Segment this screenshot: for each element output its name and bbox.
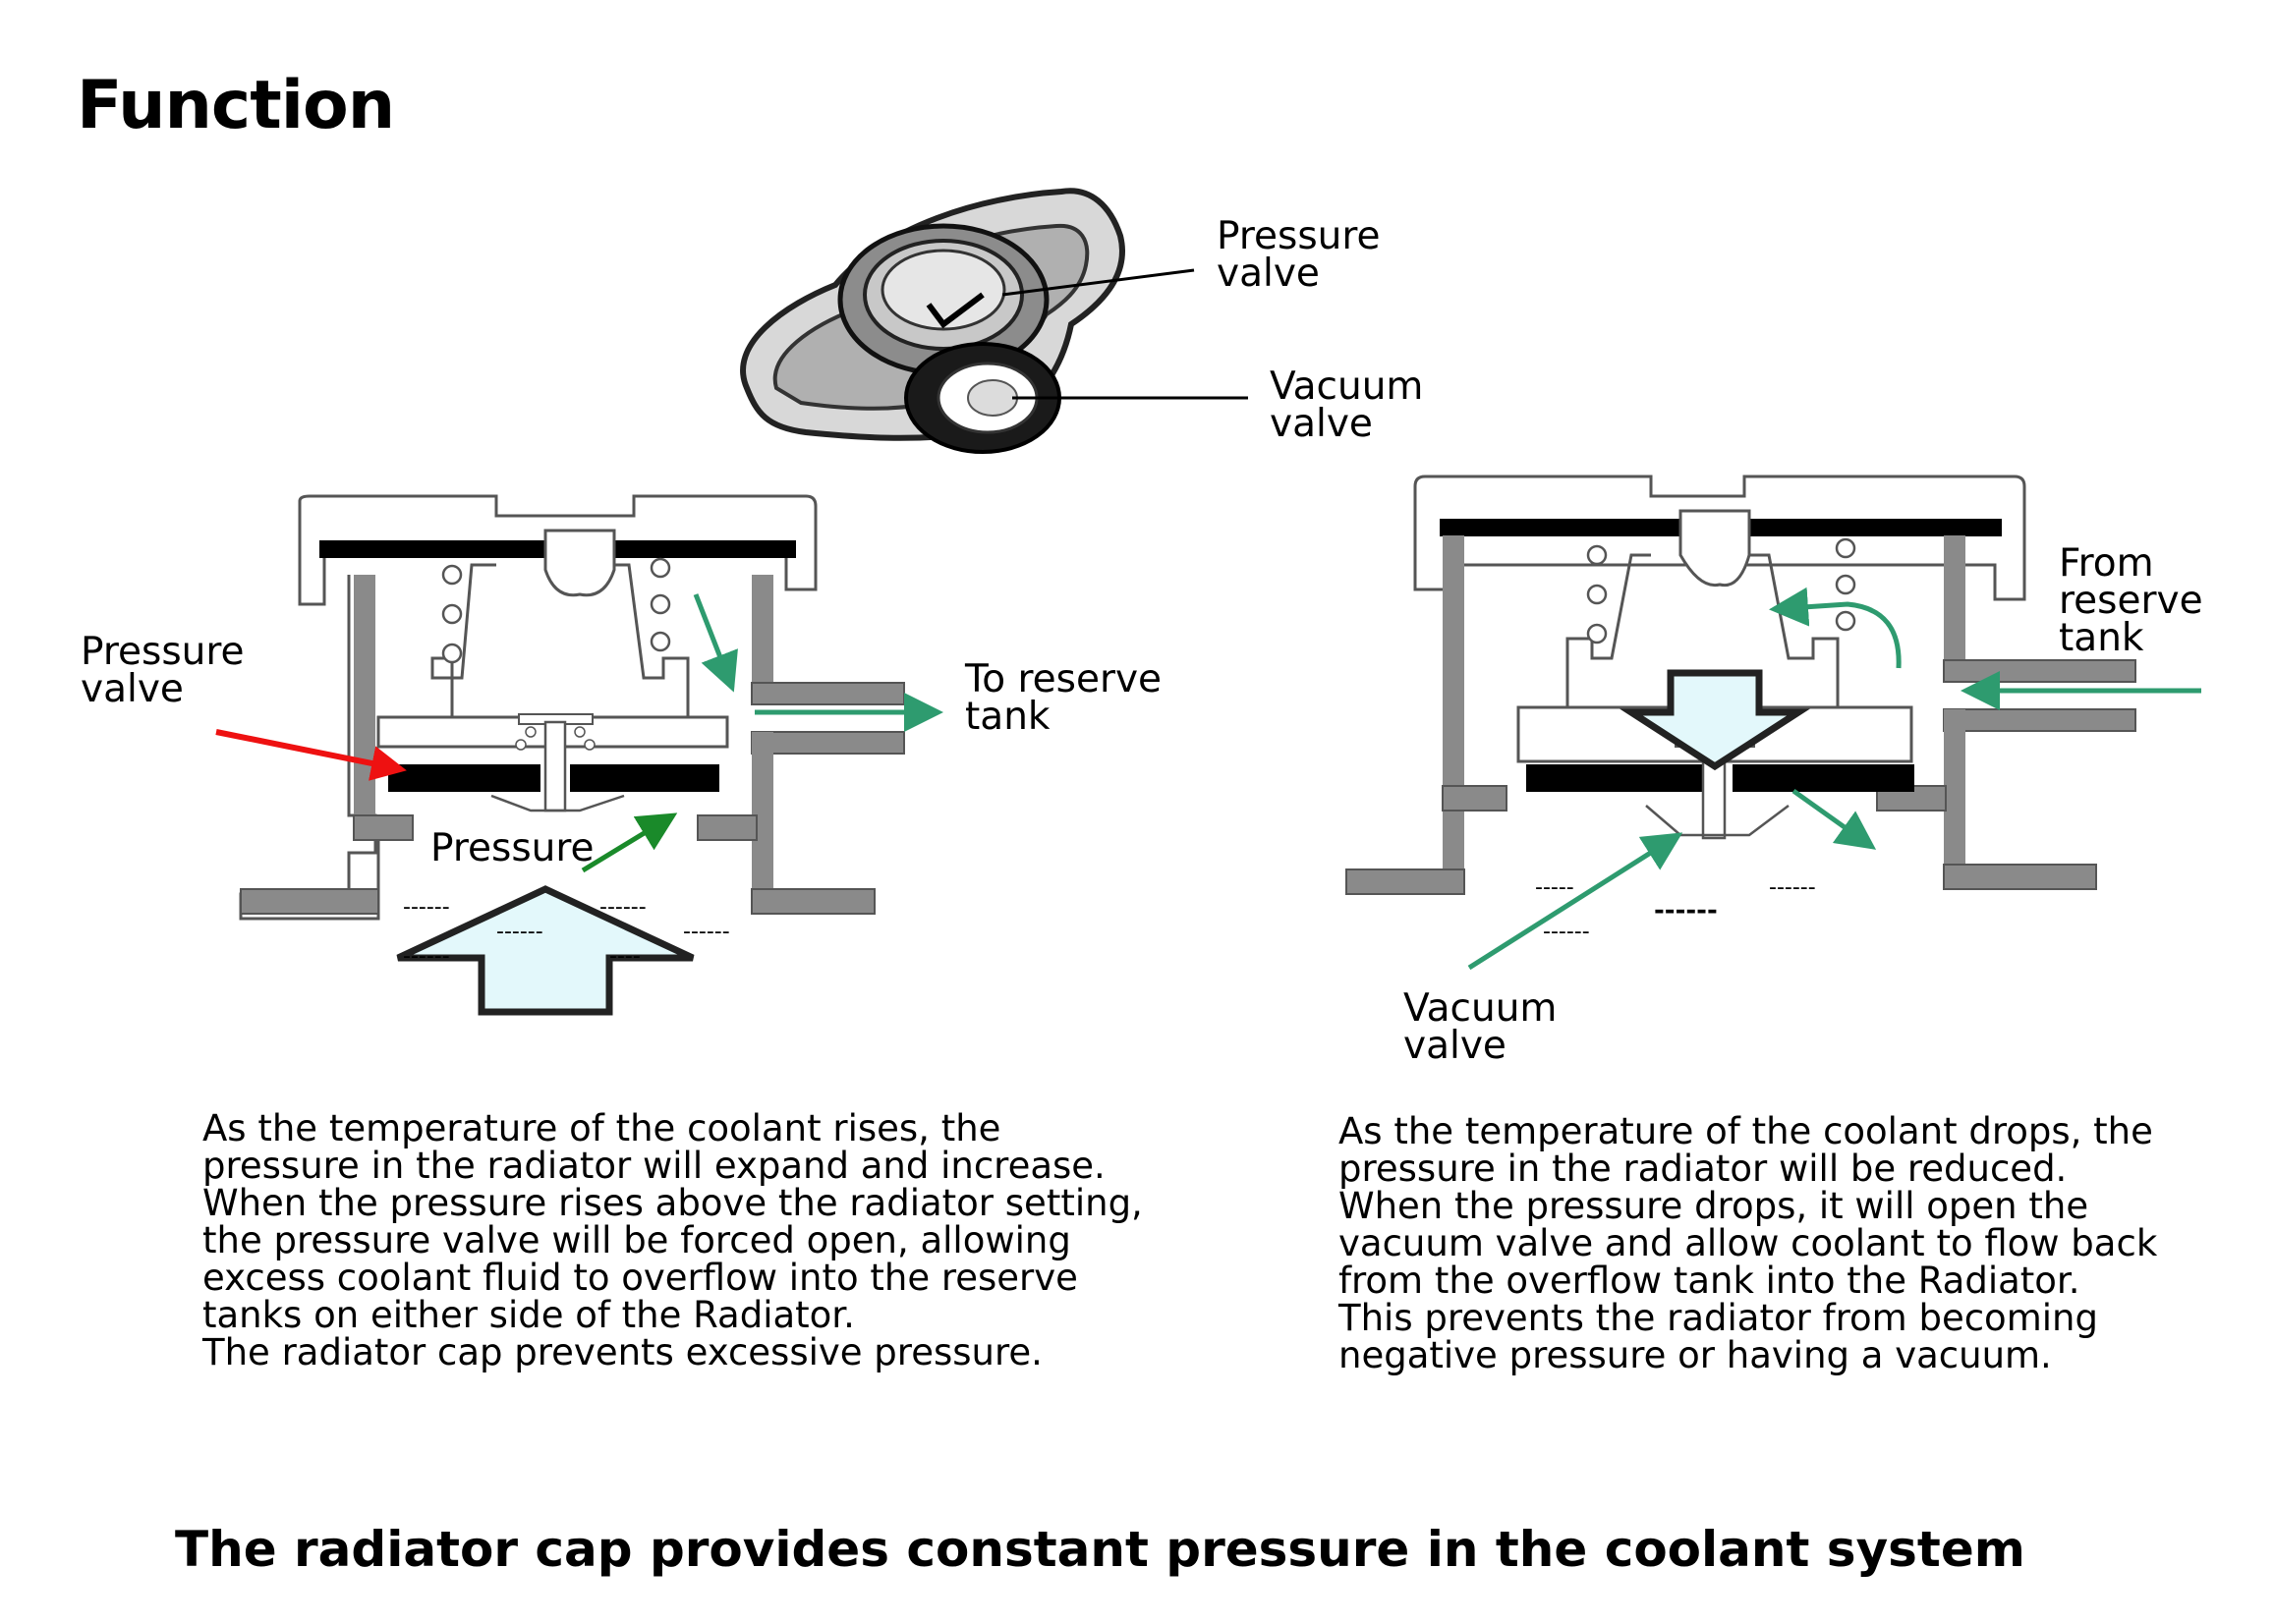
svg-text:------: ------	[683, 920, 730, 944]
left-to-reserve-tank-label: To reserve tank	[965, 657, 1163, 739]
slide-footer: The radiator cap provides constant press…	[175, 1521, 2025, 1578]
left-pressure-label: Pressure	[430, 826, 595, 870]
right-from-reserve-tank-label: From reserve tank	[2059, 541, 2203, 660]
radiator-cap-illustration	[740, 188, 1248, 454]
left-pressure-diagram: ------ ------ ------ ------ ------ ----	[215, 494, 943, 1016]
svg-text:------: ------	[599, 895, 647, 920]
cap-pressure-valve-label: Pressure valve	[1217, 214, 1381, 296]
slide-title: Function	[77, 67, 395, 144]
svg-text:-----: -----	[1535, 875, 1574, 900]
svg-text:------: ------	[403, 944, 450, 969]
svg-text:------: ------	[403, 895, 450, 920]
svg-text:----: ----	[609, 944, 641, 969]
cap-vacuum-valve-label: Vacuum valve	[1270, 364, 1424, 446]
left-description: As the temperature of the coolant rises,…	[202, 1107, 1143, 1373]
left-pressure-valve-label: Pressure valve	[81, 630, 245, 711]
right-vacuum-diagram: ----- ------ ------ ------	[1345, 475, 2201, 971]
svg-text:------: ------	[1769, 875, 1816, 900]
right-vacuum-valve-label: Vacuum valve	[1403, 986, 1558, 1068]
right-description: As the temperature of the coolant drops,…	[1338, 1110, 2158, 1376]
svg-text:------: ------	[1654, 896, 1718, 925]
svg-text:------: ------	[1543, 920, 1590, 944]
svg-text:------: ------	[496, 920, 543, 944]
